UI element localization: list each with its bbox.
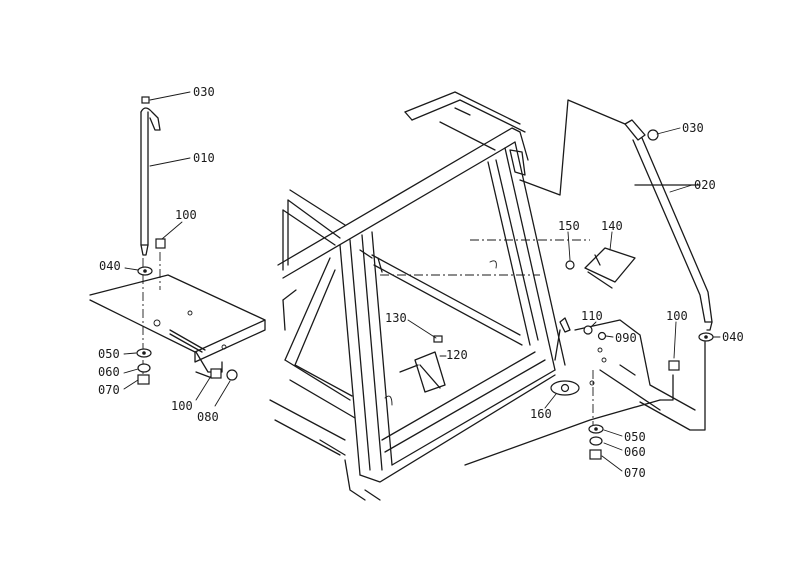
nut-070-right xyxy=(589,449,602,460)
part-labels: 030 010 100 040 050 060 070 100 080 030 … xyxy=(98,85,744,480)
washer-060-right xyxy=(589,436,603,446)
bolt-030-left xyxy=(141,96,150,104)
label-040-right: 040 xyxy=(722,330,744,344)
nut-100-bottom xyxy=(210,368,222,379)
label-040-left: 040 xyxy=(99,259,121,273)
left-stay-assembly xyxy=(89,91,266,407)
label-160: 160 xyxy=(530,407,552,421)
bolt-150 xyxy=(565,260,575,270)
label-110: 110 xyxy=(581,309,603,323)
label-050-right: 050 xyxy=(624,430,646,444)
label-120: 120 xyxy=(446,348,468,362)
label-100-bottom: 100 xyxy=(171,399,193,413)
label-070-right: 070 xyxy=(624,466,646,480)
label-030-right: 030 xyxy=(682,121,704,135)
label-060-left: 060 xyxy=(98,365,120,379)
label-100-right: 100 xyxy=(666,309,688,323)
label-140: 140 xyxy=(601,219,623,233)
bolt-130 xyxy=(433,335,443,343)
label-080: 080 xyxy=(197,410,219,424)
label-030-left: 030 xyxy=(193,85,215,99)
bolt-030-right xyxy=(647,129,659,141)
label-060-right: 060 xyxy=(624,445,646,459)
right-stay-assembly xyxy=(399,99,721,472)
label-100-left: 100 xyxy=(175,208,197,222)
label-020: 020 xyxy=(694,178,716,192)
bolt-090 xyxy=(597,331,607,341)
nut-100-left xyxy=(155,238,166,249)
washer-060-left xyxy=(137,363,151,373)
label-010: 010 xyxy=(193,151,215,165)
nut-100-right xyxy=(668,360,680,371)
label-050-left: 050 xyxy=(98,347,120,361)
bolt-110 xyxy=(583,325,593,335)
label-150: 150 xyxy=(558,219,580,233)
label-090: 090 xyxy=(615,331,637,345)
label-070-left: 070 xyxy=(98,383,120,397)
label-130: 130 xyxy=(385,311,407,325)
bolt-080 xyxy=(226,369,238,381)
cab-frame xyxy=(269,91,590,501)
nut-070-left xyxy=(137,374,150,385)
